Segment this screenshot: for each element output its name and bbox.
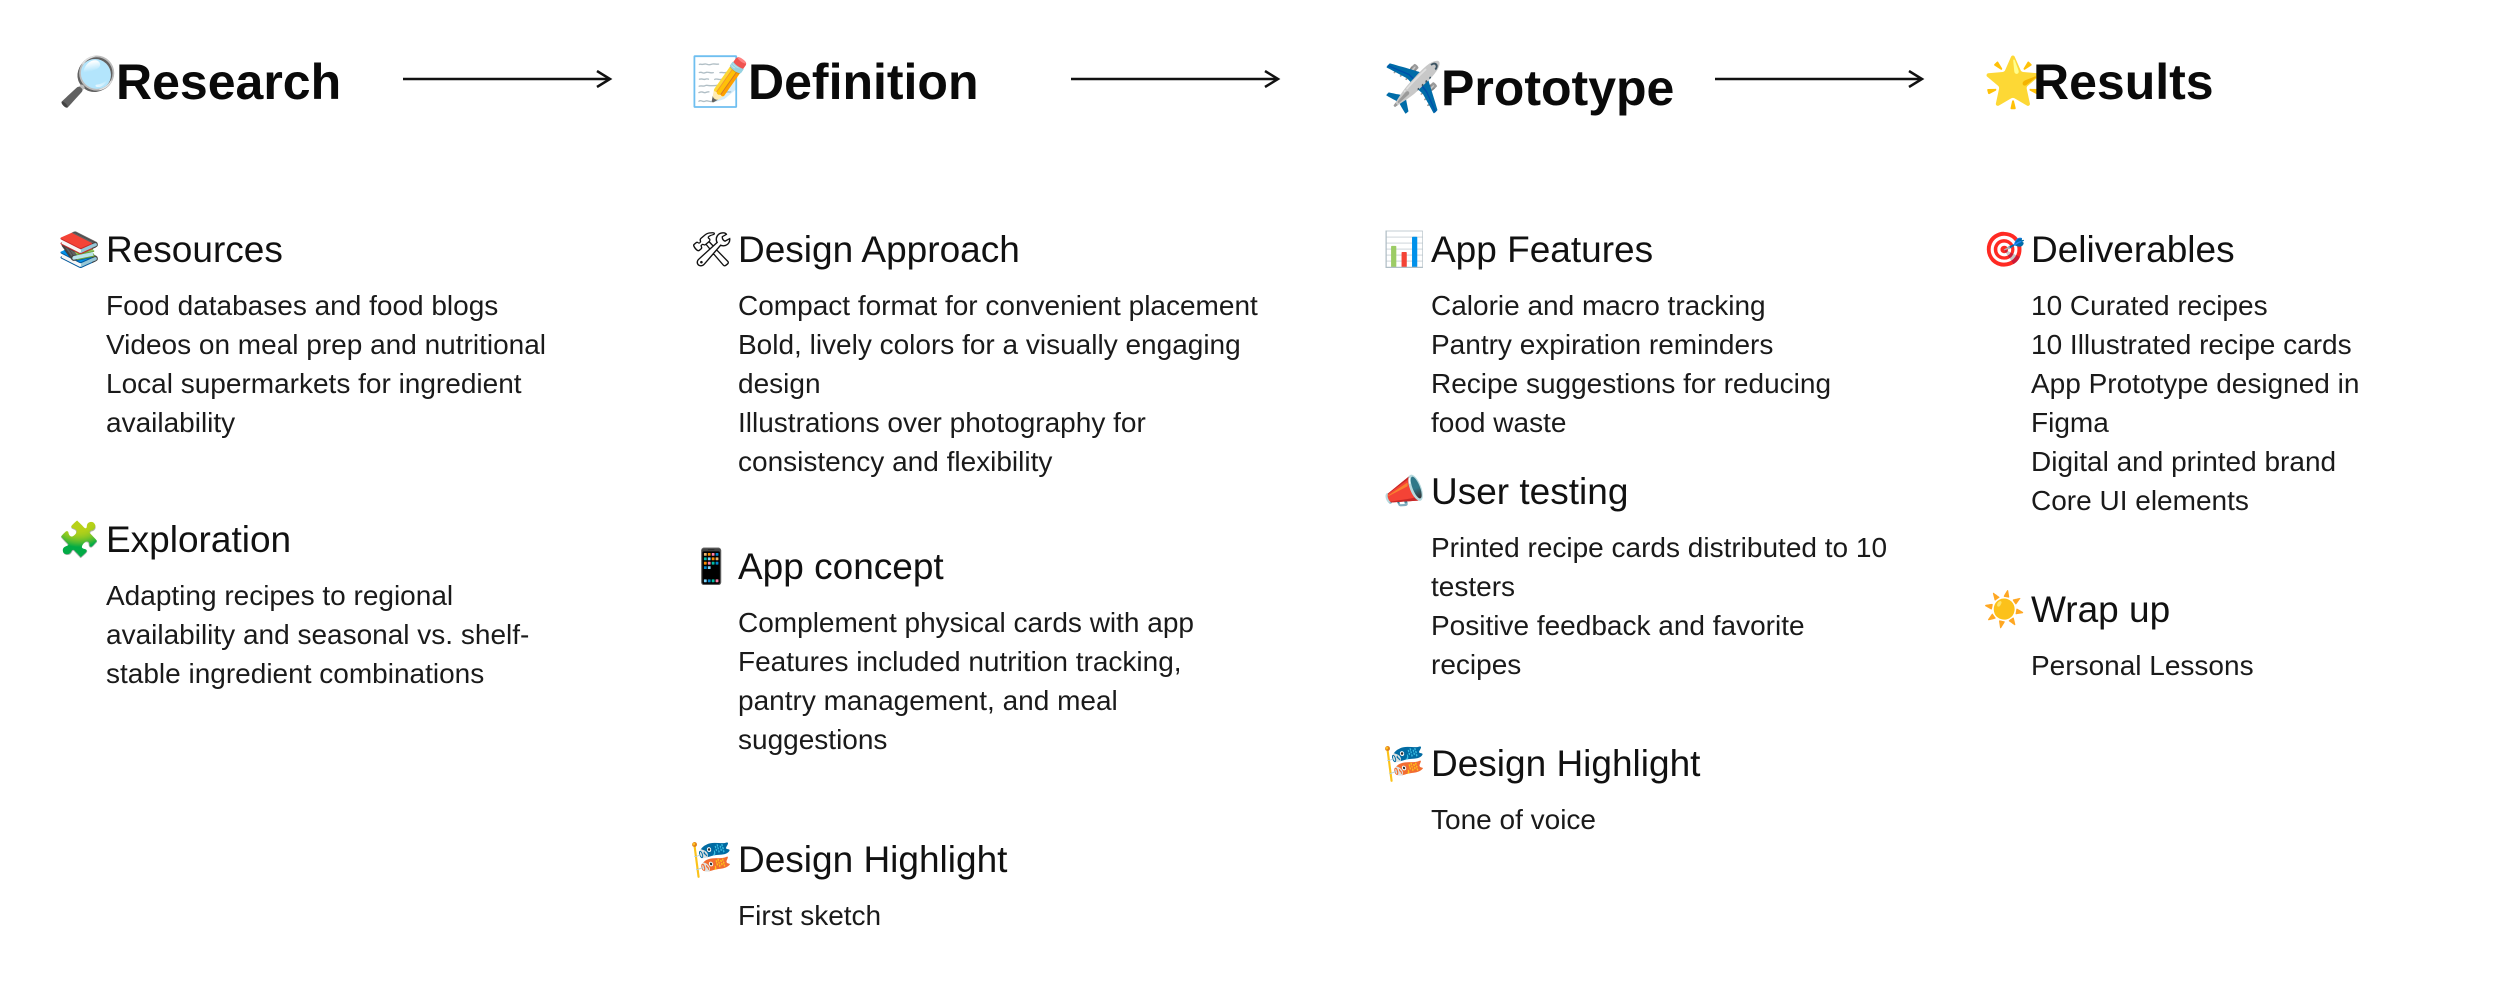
section-items: Personal Lessons — [2031, 646, 2254, 685]
section-items: First sketch — [738, 896, 1007, 935]
section-wrap-up: ☀️ Wrap up Personal Lessons — [1983, 588, 2254, 685]
list-item: Printed recipe cards distributed to 10 — [1431, 532, 1888, 563]
list-item: Pantry expiration reminders — [1431, 329, 1774, 360]
section-title: App Features — [1431, 229, 1654, 270]
section-design-highlight: 🎏 Design Highlight Tone of voice — [1383, 742, 1700, 839]
phase-title: Definition — [748, 54, 979, 110]
sun-icon: ☀️ — [1983, 590, 2026, 630]
section-title: Resources — [106, 229, 283, 270]
section-header: 📱 App concept — [690, 545, 1194, 589]
magnifier-icon: 🔎 — [58, 54, 118, 110]
phase-header: 🔎 Research — [58, 52, 341, 112]
section-design-highlight: 🎏 Design Highlight First sketch — [690, 838, 1007, 935]
phase-header: 📝 Definition — [690, 52, 979, 112]
list-item: Features included nutrition tracking, — [738, 646, 1182, 677]
section-items: Compact format for convenient placement … — [738, 286, 1258, 481]
arrow-right-icon — [1071, 70, 1281, 88]
target-icon: 🎯 — [1983, 230, 2026, 270]
section-title: User testing — [1431, 471, 1629, 512]
section-header: 🎏 Design Highlight — [1383, 742, 1700, 786]
list-item: Food databases and food blogs — [106, 290, 499, 321]
list-item: testers — [1431, 571, 1516, 602]
puzzle-piece-icon: 🧩 — [58, 520, 101, 560]
section-title: Design Approach — [738, 229, 1020, 270]
section-header: 🎏 Design Highlight — [690, 838, 1007, 882]
phase-header: ✈️ Prototype — [1383, 58, 1674, 118]
list-item: recipes — [1431, 649, 1522, 680]
section-title: Design Highlight — [1431, 743, 1701, 784]
list-item: stable ingredient combinations — [106, 658, 485, 689]
list-item: availability and seasonal vs. shelf- — [106, 619, 530, 650]
list-item: Compact format for convenient placement — [738, 290, 1258, 321]
section-app-concept: 📱 App concept Complement physical cards … — [690, 545, 1194, 759]
section-title: Design Highlight — [738, 839, 1008, 880]
list-item: First sketch — [738, 900, 882, 931]
section-resources: 📚 Resources Food databases and food blog… — [58, 228, 546, 442]
section-items: Printed recipe cards distributed to 10 t… — [1431, 528, 1887, 684]
carp-streamer-icon: 🎏 — [690, 840, 733, 880]
section-items: 10 Curated recipes 10 Illustrated recipe… — [2031, 286, 2359, 520]
list-item: Calorie and macro tracking — [1431, 290, 1766, 321]
list-item: Illustrations over photography for — [738, 407, 1146, 438]
airplane-icon: ✈️ — [1383, 60, 1443, 116]
list-item: Digital and printed brand — [2031, 446, 2337, 477]
section-header: 📣 User testing — [1383, 470, 1887, 514]
list-item: suggestions — [738, 724, 888, 755]
carp-streamer-icon: 🎏 — [1383, 744, 1426, 784]
list-item: Local supermarkets for ingredient — [106, 368, 522, 399]
section-title: Deliverables — [2031, 229, 2235, 270]
megaphone-icon: 📣 — [1383, 472, 1426, 512]
section-user-testing: 📣 User testing Printed recipe cards dist… — [1383, 470, 1887, 684]
list-item: Personal Lessons — [2031, 650, 2254, 681]
phase-title: Prototype — [1441, 60, 1675, 116]
phase-header: 🌟 Results — [1983, 52, 2214, 112]
section-header: 📚 Resources — [58, 228, 546, 272]
list-item: consistency and flexibility — [738, 446, 1053, 477]
mobile-phone-icon: 📱 — [690, 547, 733, 587]
glowing-star-icon: 🌟 — [1983, 54, 2043, 110]
list-item: Positive feedback and favorite — [1431, 610, 1805, 641]
list-item: Complement physical cards with app — [738, 607, 1194, 638]
list-item: Videos on meal prep and nutritional — [106, 329, 547, 360]
section-deliverables: 🎯 Deliverables 10 Curated recipes 10 Ill… — [1983, 228, 2359, 520]
list-item: Figma — [2031, 407, 2109, 438]
section-header: 🧩 Exploration — [58, 518, 529, 562]
section-title: Exploration — [106, 519, 292, 560]
section-design-approach: 🛠 Design Approach Compact format for con… — [690, 228, 1258, 481]
section-header: 🎯 Deliverables — [1983, 228, 2359, 272]
section-header: 🛠 Design Approach — [690, 228, 1258, 272]
list-item: Bold, lively colors for a visually engag… — [738, 329, 1241, 360]
memo-icon: 📝 — [690, 54, 750, 110]
list-item: availability — [106, 407, 236, 438]
phase-title: Research — [116, 54, 342, 110]
books-icon: 📚 — [58, 230, 101, 270]
section-items: Food databases and food blogs Videos on … — [106, 286, 546, 442]
section-app-features: 📊 App Features Calorie and macro trackin… — [1383, 228, 1831, 442]
bar-chart-icon: 📊 — [1383, 230, 1426, 270]
phase-title: Results — [2033, 54, 2214, 110]
section-title: App concept — [738, 546, 944, 587]
list-item: pantry management, and meal — [738, 685, 1118, 716]
list-item: Core UI elements — [2031, 485, 2249, 516]
section-title: Wrap up — [2031, 589, 2171, 630]
section-exploration: 🧩 Exploration Adapting recipes to region… — [58, 518, 529, 693]
section-items: Calorie and macro tracking Pantry expira… — [1431, 286, 1831, 442]
arrow-right-icon — [1715, 70, 1925, 88]
section-header: ☀️ Wrap up — [1983, 588, 2254, 632]
section-items: Tone of voice — [1431, 800, 1700, 839]
list-item: App Prototype designed in — [2031, 368, 2360, 399]
section-items: Complement physical cards with app Featu… — [738, 603, 1194, 759]
list-item: Recipe suggestions for reducing — [1431, 368, 1832, 399]
list-item: Tone of voice — [1431, 804, 1596, 835]
list-item: 10 Curated recipes — [2031, 290, 2268, 321]
arrow-right-icon — [403, 70, 613, 88]
list-item: food waste — [1431, 407, 1567, 438]
section-header: 📊 App Features — [1383, 228, 1831, 272]
list-item: 10 Illustrated recipe cards — [2031, 329, 2352, 360]
section-items: Adapting recipes to regional availabilit… — [106, 576, 529, 693]
list-item: design — [738, 368, 821, 399]
hammer-wrench-icon: 🛠 — [690, 230, 734, 270]
list-item: Adapting recipes to regional — [106, 580, 454, 611]
